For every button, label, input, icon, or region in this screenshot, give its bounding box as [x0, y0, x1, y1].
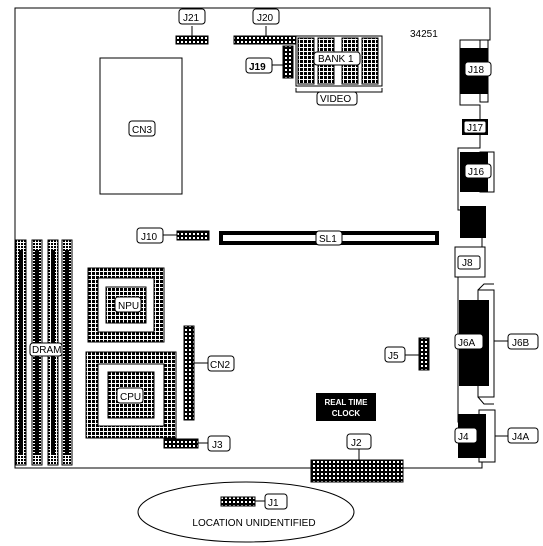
j20-label: J20 — [257, 13, 274, 24]
j6-connector: J6A J6B — [454, 283, 539, 405]
cn3-label: CN3 — [132, 125, 152, 136]
j2-label: J2 — [351, 438, 362, 449]
j6a-label: J6A — [458, 338, 476, 349]
j21-label: J21 — [183, 13, 200, 24]
dram-label: DRAM — [32, 345, 61, 356]
bank1-label: BANK 1 — [318, 54, 354, 65]
j18-connector: J18 — [460, 39, 492, 103]
audio-connector — [460, 206, 486, 238]
npu-label: NPU — [118, 301, 139, 312]
j4-connector: J4 J4A — [454, 409, 539, 463]
j16-label: J16 — [468, 167, 485, 178]
dram-slots: DRAM — [15, 239, 73, 466]
rtc-chip — [316, 393, 376, 421]
j4-label: J4 — [458, 432, 469, 443]
j17-label: J17 — [467, 123, 484, 134]
j6b-label: J6B — [512, 338, 530, 349]
j21-header — [175, 35, 209, 45]
j5-header — [418, 337, 430, 371]
j10-label: J10 — [141, 232, 158, 243]
cn2-header — [183, 325, 195, 421]
j2-edge-connector — [310, 459, 404, 483]
board-id: 34251 — [410, 29, 438, 40]
rtc-label-line1: REAL TIME — [325, 398, 369, 407]
cpu-label: CPU — [120, 392, 141, 403]
j16-connector: J16 — [460, 151, 495, 193]
npu-chip: NPU — [87, 267, 165, 343]
cn2-label: CN2 — [210, 360, 230, 371]
j3-label: J3 — [212, 440, 223, 451]
j1-label: J1 — [268, 498, 279, 509]
j1-header — [220, 496, 256, 507]
j20-header — [233, 35, 297, 45]
j19-label: J19 — [249, 62, 266, 73]
video-label: VIDEO — [320, 94, 351, 105]
sl1-label: SL1 — [319, 234, 337, 245]
rtc-label-line2: CLOCK — [332, 409, 361, 418]
location-label: LOCATION UNIDENTIFIED — [192, 518, 315, 529]
video-bank: BANK 1 VIDEO — [295, 35, 383, 106]
j5-label: J5 — [388, 351, 399, 362]
j4a-label: J4A — [512, 432, 530, 443]
j10-header — [176, 230, 210, 241]
j19-header — [282, 45, 294, 79]
j3-header — [163, 438, 199, 449]
location-unidentified-ellipse — [137, 481, 355, 543]
cpu-chip: CPU — [85, 351, 177, 439]
j18-label: J18 — [468, 65, 485, 76]
j8-label: J8 — [462, 258, 473, 269]
